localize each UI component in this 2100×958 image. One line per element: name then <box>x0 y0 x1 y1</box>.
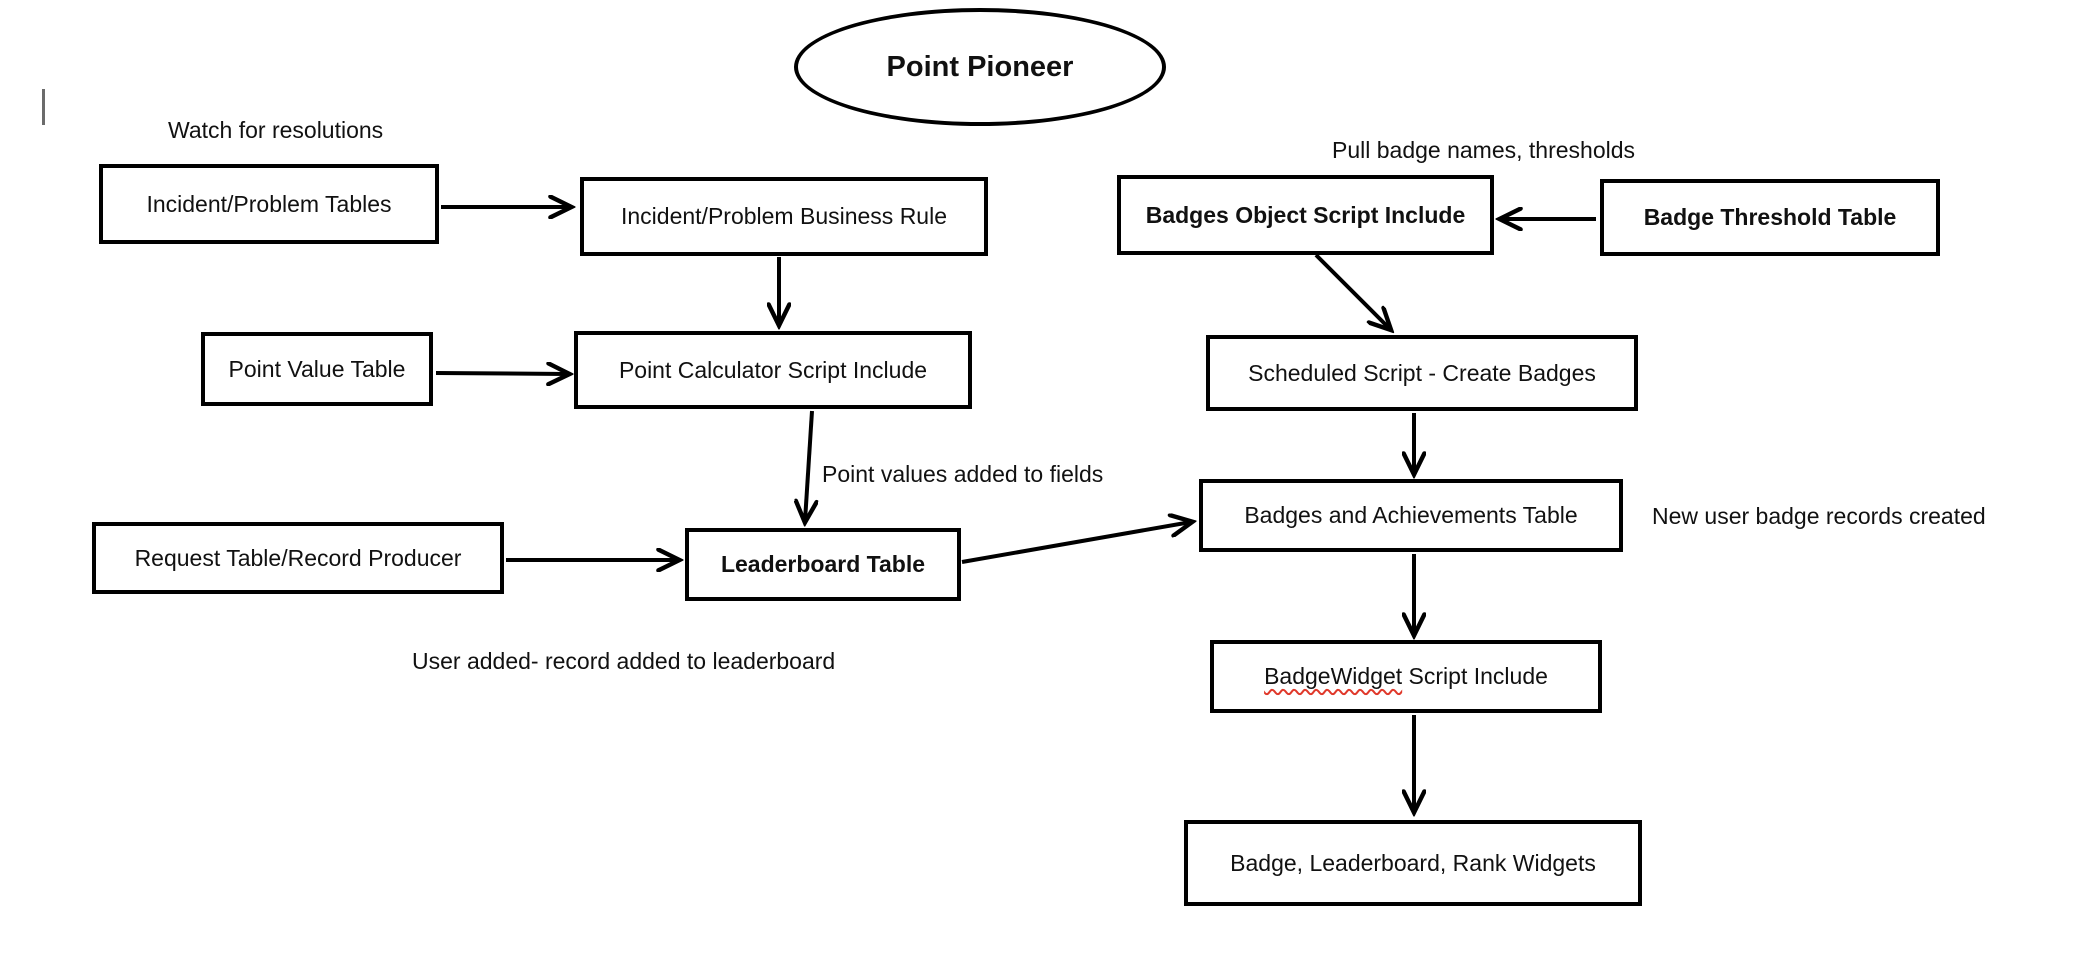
node-request-table-record-producer[interactable]: Request Table/Record Producer <box>92 522 504 594</box>
node-label: BadgeWidget Script Include <box>1264 663 1548 689</box>
annotation-watch-for-resolutions: Watch for resolutions <box>168 117 384 143</box>
annotation-new-user-badge-records: New user badge records created <box>1652 503 1986 529</box>
node-label: Request Table/Record Producer <box>134 544 462 571</box>
node-label: Scheduled Script - Create Badges <box>1248 359 1596 386</box>
annotation-point-values-added: Point values added to fields <box>822 461 1104 487</box>
annotation-user-added-record: User added- record added to leaderboard <box>412 648 836 674</box>
arrow-point-calculator-to-leaderboard <box>805 410 812 521</box>
node-label: Leaderboard Table <box>720 551 926 578</box>
node-label: Point Value Table <box>228 355 406 382</box>
node-title-ellipse[interactable]: Point Pioneer <box>794 8 1166 126</box>
node-badges-object-script-include[interactable]: Badges Object Script Include <box>1117 175 1494 255</box>
node-label-rest: Script Include <box>1402 663 1548 690</box>
node-label: Badge, Leaderboard, Rank Widgets <box>1230 849 1596 876</box>
node-badges-and-achievements-table[interactable]: Badges and Achievements Table <box>1199 479 1623 552</box>
node-label: Incident/Problem Business Rule <box>621 203 947 230</box>
node-badgewidget-script-include[interactable]: BadgeWidget Script Include <box>1210 640 1602 713</box>
misspelled-word: BadgeWidget <box>1264 663 1403 690</box>
node-badge-leaderboard-rank-widgets[interactable]: Badge, Leaderboard, Rank Widgets <box>1184 820 1642 906</box>
arrow-badges-object-to-scheduled <box>1314 253 1390 329</box>
annotation-pull-badge-names: Pull badge names, thresholds <box>1332 137 1636 163</box>
node-point-value-table[interactable]: Point Value Table <box>201 332 433 406</box>
arrow-point-value-to-point-calculator <box>435 373 568 374</box>
node-label: Incident/Problem Tables <box>146 190 392 217</box>
node-incident-problem-tables[interactable]: Incident/Problem Tables <box>99 164 439 244</box>
node-label: Badge Threshold Table <box>1643 204 1897 231</box>
node-badge-threshold-table[interactable]: Badge Threshold Table <box>1600 179 1940 256</box>
node-label: Badges Object Script Include <box>1145 201 1466 228</box>
diagram-title: Point Pioneer <box>886 50 1074 83</box>
node-point-calculator-script-include[interactable]: Point Calculator Script Include <box>574 331 972 409</box>
node-label: Point Calculator Script Include <box>618 356 928 383</box>
node-scheduled-script-create-badges[interactable]: Scheduled Script - Create Badges <box>1206 335 1638 411</box>
arrow-leaderboard-to-achievements <box>961 522 1191 564</box>
node-leaderboard-table[interactable]: Leaderboard Table <box>685 528 961 601</box>
node-label: Badges and Achievements Table <box>1244 502 1578 529</box>
text-cursor <box>42 89 45 125</box>
node-incident-problem-business-rule[interactable]: Incident/Problem Business Rule <box>580 177 988 256</box>
